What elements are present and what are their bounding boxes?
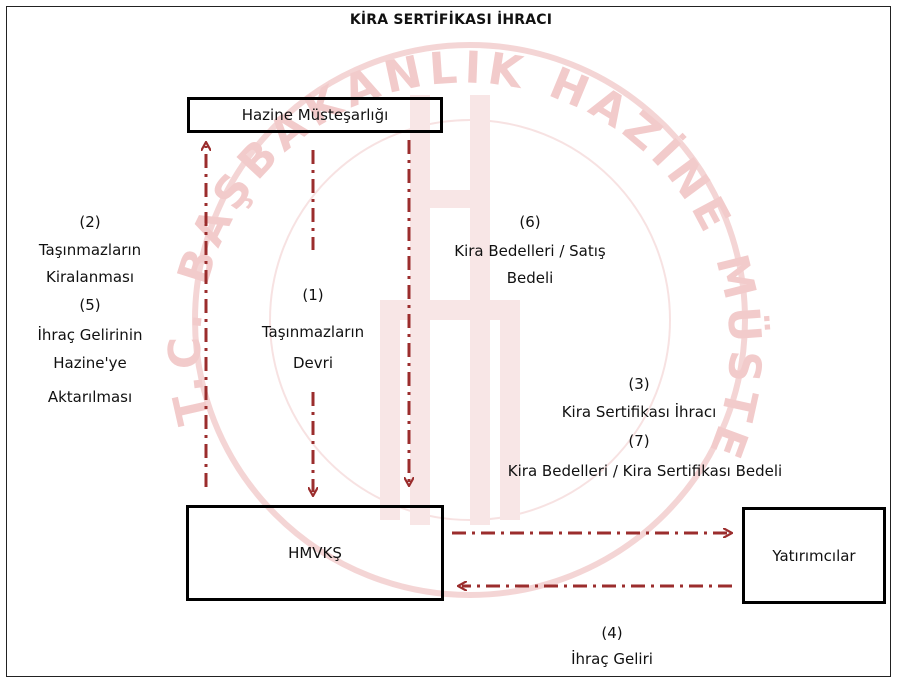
label-step7-line1: Kira Bedelleri / Kira Sertifikası Bedeli [507,462,783,480]
label-step5-num: (5) [79,296,101,314]
label-step1-num: (1) [302,286,324,304]
node-hmvks-label: HMVKŞ [288,544,342,562]
label-step2-num: (2) [79,213,101,231]
label-step5-line3: Aktarılması [47,388,133,406]
label-step3-line1: Kira Sertifikası İhracı [561,403,717,421]
node-hazine-label: Hazine Müsteşarlığı [241,106,389,124]
label-step2-line1: Taşınmazların [38,241,142,259]
label-step4-line1: İhraç Geliri [571,650,653,668]
label-step2-line2: Kiralanması [45,268,134,286]
label-step6-num: (6) [519,213,541,231]
page-title: KİRA SERTİFİKASI İHRACI [349,12,553,28]
node-hazine-mustesarligi: Hazine Müsteşarlığı [187,97,443,133]
label-step5-line2: Hazine'ye [53,354,127,372]
node-hmvks: HMVKŞ [186,505,444,601]
label-step4-num: (4) [601,624,623,642]
label-step3-num: (3) [628,375,650,393]
label-step6-line1: Kira Bedelleri / Satış [454,242,606,260]
label-step1-line2: Devri [293,354,333,372]
label-step6-line2: Bedeli [506,269,554,287]
diagram-frame [6,6,891,677]
label-step1-line1: Taşınmazların [261,323,365,341]
node-yatirimcilar: Yatırımcılar [742,507,886,604]
label-step7-num: (7) [628,432,650,450]
node-yatirimcilar-label: Yatırımcılar [772,546,856,565]
label-step5-line1: İhraç Gelirinin [37,326,143,344]
